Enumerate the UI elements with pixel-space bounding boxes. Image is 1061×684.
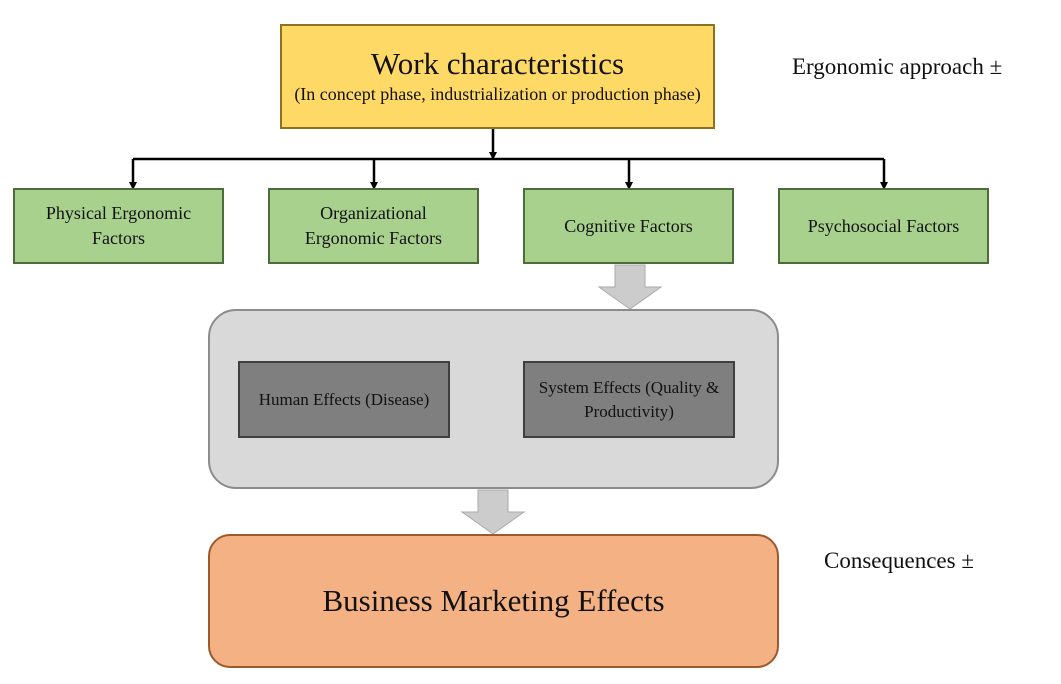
cognitive-factors-box: Cognitive Factors: [523, 188, 734, 264]
human-effects-box: Human Effects (Disease): [238, 361, 450, 438]
organizational-ergonomic-factors-box: Organizational Ergonomic Factors: [268, 188, 479, 264]
business-marketing-effects-box: Business Marketing Effects: [208, 534, 779, 668]
ergonomic-approach-label: Ergonomic approach ±: [792, 54, 1003, 79]
block-arrow-to-business: [460, 489, 526, 535]
psychosocial-factors-box: Psychosocial Factors: [778, 188, 989, 264]
consequences-label: Consequences ±: [824, 548, 974, 573]
block-arrow-to-effects: [597, 264, 663, 310]
work-characteristics-subtitle: (In concept phase, industrialization or …: [294, 84, 701, 104]
work-characteristics-box: Work characteristics (In concept phase, …: [280, 24, 715, 129]
work-characteristics-title: Work characteristics: [370, 46, 625, 81]
physical-ergonomic-factors-box: Physical Ergonomic Factors: [13, 188, 224, 264]
system-effects-box: System Effects (Quality & Productivity): [523, 361, 735, 438]
